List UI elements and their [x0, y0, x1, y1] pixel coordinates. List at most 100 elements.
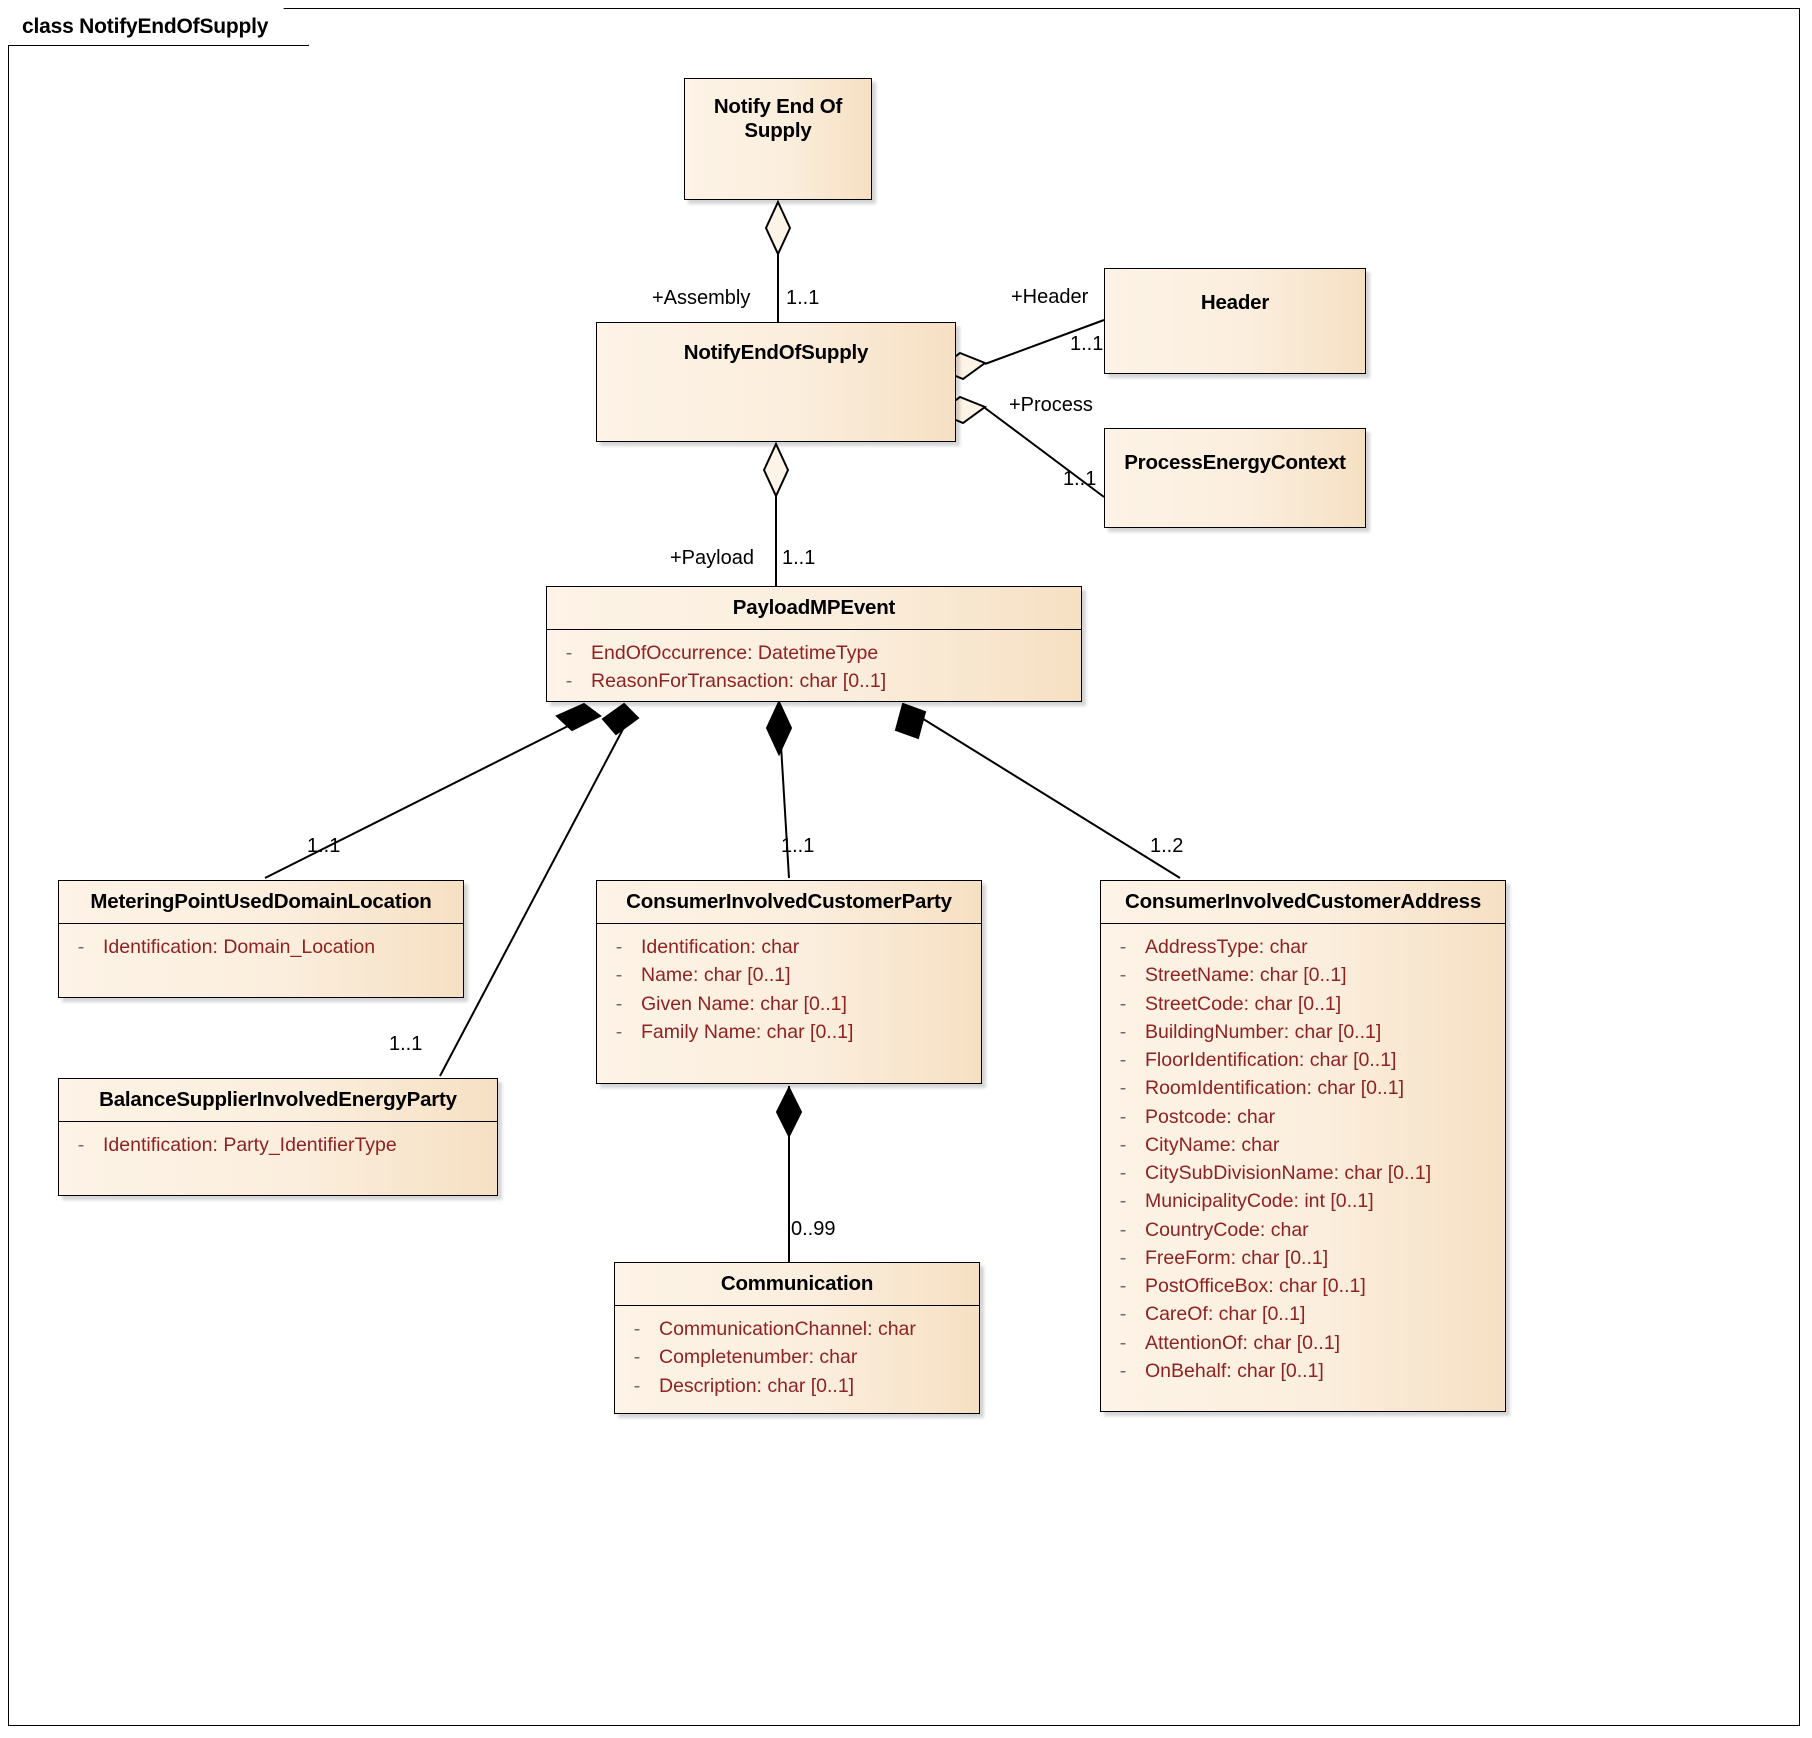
- class-box-metering-point-used-domain-location[interactable]: MeteringPointUsedDomainLocation -Identif…: [58, 880, 464, 998]
- class-box-process-energy-context[interactable]: ProcessEnergyContext: [1104, 428, 1366, 528]
- class-attribute: -FreeForm: char [0..1]: [1101, 1244, 1505, 1272]
- attribute-signature: AddressType: char: [1145, 935, 1308, 958]
- class-attribute: -EndOfOccurrence: DatetimeType: [547, 639, 1081, 667]
- attribute-signature: BuildingNumber: char [0..1]: [1145, 1020, 1382, 1043]
- attribute-signature: PostOfficeBox: char [0..1]: [1145, 1275, 1366, 1298]
- attribute-list: -AddressType: char-StreetName: char [0..…: [1101, 924, 1505, 1395]
- class-attribute: -Postcode: char: [1101, 1103, 1505, 1131]
- attribute-signature: AttentionOf: char [0..1]: [1145, 1331, 1341, 1354]
- class-attribute: -Identification: Party_IdentifierType: [59, 1131, 497, 1159]
- attribute-visibility: -: [1119, 1246, 1127, 1269]
- attribute-visibility: -: [1119, 935, 1127, 958]
- attribute-visibility: -: [615, 935, 623, 958]
- edge-label-communication-mult: 0..99: [791, 1218, 836, 1240]
- class-box-communication[interactable]: Communication -CommunicationChannel: cha…: [614, 1262, 980, 1414]
- attribute-signature: StreetCode: char [0..1]: [1145, 992, 1342, 1015]
- class-attribute: -StreetCode: char [0..1]: [1101, 990, 1505, 1018]
- attribute-visibility: -: [1119, 1105, 1127, 1128]
- class-attribute: -MunicipalityCode: int [0..1]: [1101, 1187, 1505, 1215]
- attribute-signature: EndOfOccurrence: DatetimeType: [591, 641, 879, 664]
- class-attribute: -CitySubDivisionName: char [0..1]: [1101, 1159, 1505, 1187]
- class-title: ConsumerInvolvedCustomerAddress: [1101, 881, 1505, 924]
- class-box-consumer-involved-customer-party[interactable]: ConsumerInvolvedCustomerParty -Identific…: [596, 880, 982, 1084]
- attribute-list: -Identification: Domain_Location: [59, 924, 463, 971]
- diagram-frame: [8, 8, 1800, 1726]
- attribute-list: -EndOfOccurrence: DatetimeType-ReasonFor…: [547, 630, 1081, 706]
- attribute-signature: Family Name: char [0..1]: [641, 1020, 854, 1043]
- diagram-frame-label: class NotifyEndOfSupply: [8, 8, 309, 46]
- edge-label-process-role: +Process: [1009, 394, 1093, 416]
- attribute-visibility: -: [615, 1020, 623, 1043]
- class-attribute: -BuildingNumber: char [0..1]: [1101, 1018, 1505, 1046]
- attribute-visibility: -: [1119, 1049, 1127, 1072]
- class-attribute: -Description: char [0..1]: [615, 1372, 979, 1400]
- class-box-header[interactable]: Header: [1104, 268, 1366, 374]
- class-attribute: -AttentionOf: char [0..1]: [1101, 1329, 1505, 1357]
- class-title: ConsumerInvolvedCustomerParty: [597, 881, 981, 924]
- attribute-signature: Given Name: char [0..1]: [641, 992, 847, 1015]
- class-box-notify-end-of-supply[interactable]: NotifyEndOfSupply: [596, 322, 956, 442]
- edge-label-balancesupplier-mult: 1..1: [389, 1033, 423, 1055]
- attribute-signature: FreeForm: char [0..1]: [1145, 1246, 1329, 1269]
- edge-label-process-mult: 1..1: [1063, 468, 1097, 490]
- class-attribute: -PostOfficeBox: char [0..1]: [1101, 1272, 1505, 1300]
- edge-label-payload-mult: 1..1: [782, 547, 816, 569]
- attribute-visibility: -: [1119, 1359, 1127, 1382]
- class-attribute: -Identification: Domain_Location: [59, 933, 463, 961]
- attribute-signature: CountryCode: char: [1145, 1218, 1309, 1241]
- class-title: Communication: [615, 1263, 979, 1306]
- edge-label-header-role: +Header: [1011, 286, 1089, 308]
- class-attribute: -CountryCode: char: [1101, 1216, 1505, 1244]
- edge-label-header-mult: 1..1: [1070, 333, 1104, 355]
- class-box-payload-mp-event[interactable]: PayloadMPEvent -EndOfOccurrence: Datetim…: [546, 586, 1082, 702]
- attribute-signature: ReasonForTransaction: char [0..1]: [591, 670, 887, 693]
- class-title: BalanceSupplierInvolvedEnergyParty: [59, 1079, 497, 1122]
- attribute-visibility: -: [1119, 1218, 1127, 1241]
- attribute-visibility: -: [565, 641, 573, 664]
- edge-label-customeraddress-mult: 1..2: [1150, 835, 1184, 857]
- class-attribute: -Given Name: char [0..1]: [597, 990, 981, 1018]
- attribute-visibility: -: [1119, 1190, 1127, 1213]
- edge-label-meteringpoint-mult: 1..1: [307, 835, 341, 857]
- attribute-signature: CommunicationChannel: char: [659, 1317, 916, 1340]
- attribute-visibility: -: [633, 1346, 641, 1369]
- attribute-visibility: -: [77, 1133, 85, 1156]
- attribute-visibility: -: [1119, 964, 1127, 987]
- class-attribute: -AddressType: char: [1101, 933, 1505, 961]
- class-attribute: -Identification: char: [597, 933, 981, 961]
- attribute-signature: RoomIdentification: char [0..1]: [1145, 1077, 1405, 1100]
- class-box-consumer-involved-customer-address[interactable]: ConsumerInvolvedCustomerAddress -Address…: [1100, 880, 1506, 1412]
- attribute-visibility: -: [1119, 1162, 1127, 1185]
- edge-label-customerparty-mult: 1..1: [781, 835, 815, 857]
- class-title: PayloadMPEvent: [547, 587, 1081, 630]
- attribute-visibility: -: [1119, 992, 1127, 1015]
- class-attribute: -FloorIdentification: char [0..1]: [1101, 1046, 1505, 1074]
- class-attribute: -CityName: char: [1101, 1131, 1505, 1159]
- attribute-signature: Postcode: char: [1145, 1105, 1276, 1128]
- attribute-list: -CommunicationChannel: char-Completenumb…: [615, 1306, 979, 1410]
- attribute-signature: CitySubDivisionName: char [0..1]: [1145, 1162, 1432, 1185]
- attribute-visibility: -: [1119, 1077, 1127, 1100]
- attribute-signature: MunicipalityCode: int [0..1]: [1145, 1190, 1374, 1213]
- attribute-visibility: -: [633, 1374, 641, 1397]
- attribute-visibility: -: [615, 964, 623, 987]
- class-attribute: -CommunicationChannel: char: [615, 1315, 979, 1343]
- class-attribute: -ReasonForTransaction: char [0..1]: [547, 667, 1081, 695]
- class-title: MeteringPointUsedDomainLocation: [59, 881, 463, 924]
- attribute-visibility: -: [1119, 1020, 1127, 1043]
- attribute-signature: Completenumber: char: [659, 1346, 858, 1369]
- attribute-visibility: -: [1119, 1133, 1127, 1156]
- attribute-visibility: -: [1119, 1303, 1127, 1326]
- class-attribute: -CareOf: char [0..1]: [1101, 1300, 1505, 1328]
- class-title: ProcessEnergyContext: [1124, 451, 1346, 474]
- class-box-balance-supplier-involved-energy-party[interactable]: BalanceSupplierInvolvedEnergyParty -Iden…: [58, 1078, 498, 1196]
- edge-label-payload-role: +Payload: [670, 547, 754, 569]
- attribute-list: -Identification: Party_IdentifierType: [59, 1122, 497, 1169]
- class-attribute: -Completenumber: char: [615, 1343, 979, 1371]
- attribute-signature: CityName: char: [1145, 1133, 1280, 1156]
- class-attribute: -Name: char [0..1]: [597, 961, 981, 989]
- attribute-signature: FloorIdentification: char [0..1]: [1145, 1049, 1397, 1072]
- attribute-visibility: -: [633, 1317, 641, 1340]
- attribute-signature: Identification: char: [641, 935, 800, 958]
